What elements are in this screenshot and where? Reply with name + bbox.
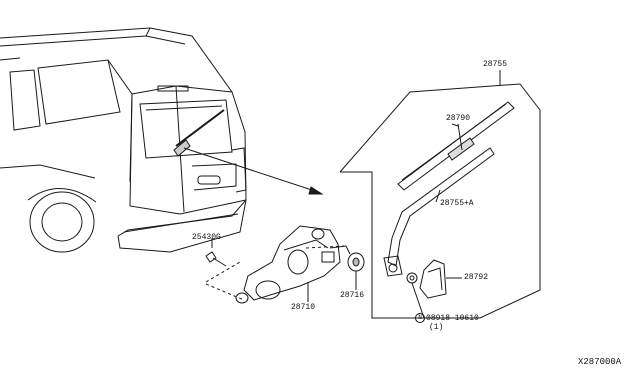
label-28755: 28755 xyxy=(483,60,508,69)
label-28716: 28716 xyxy=(340,291,365,300)
label-28710: 28710 xyxy=(291,303,316,312)
label-28790: 28790 xyxy=(446,114,471,123)
arm-cap xyxy=(420,260,462,298)
label-nut-qty: (1) xyxy=(429,323,444,332)
wiper-motor xyxy=(206,226,350,303)
wiper-arm xyxy=(384,148,494,276)
diagram-code: X287000A xyxy=(578,357,622,367)
van-illustration xyxy=(0,28,322,252)
mounting-bolt xyxy=(206,238,226,266)
arm-assembly-outline xyxy=(340,70,540,318)
label-28792: 28792 xyxy=(464,273,489,282)
nut-part-number: 08918-10610 xyxy=(426,314,479,324)
label-25430g: 25430G xyxy=(192,233,221,242)
nut xyxy=(407,273,424,318)
label-28755-a: 28755+A xyxy=(440,199,474,208)
callout-leaders xyxy=(452,124,458,126)
wiper-blade xyxy=(398,102,514,190)
seal-washer xyxy=(348,253,364,290)
nut-symbol: N xyxy=(415,313,425,323)
